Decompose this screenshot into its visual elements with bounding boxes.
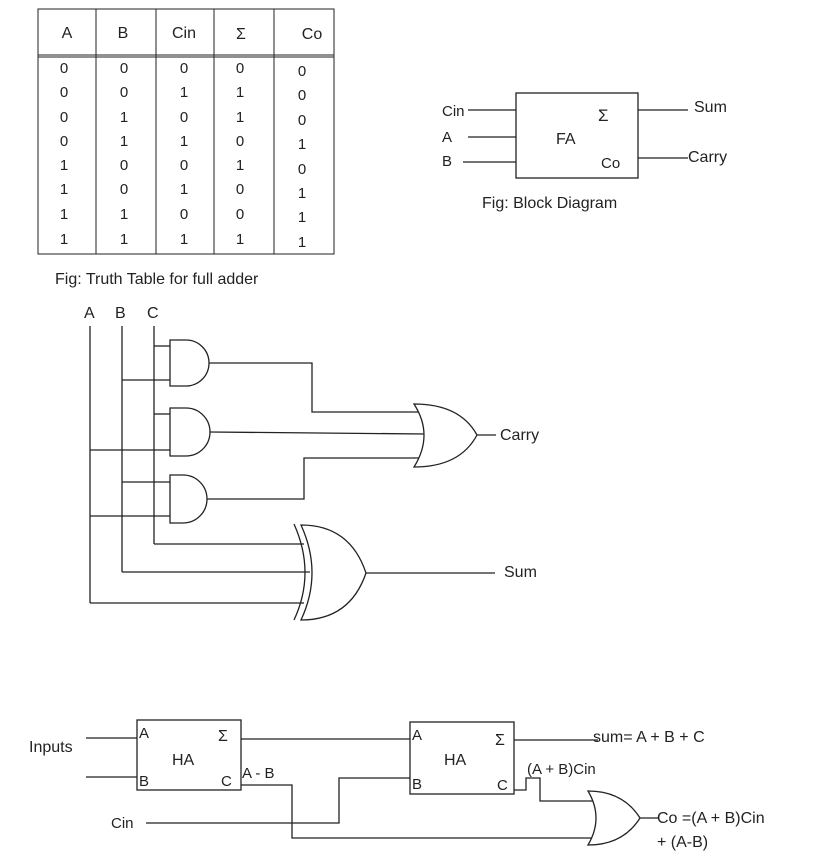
sum-output-label: Sum xyxy=(504,564,537,581)
cell: 1 xyxy=(180,84,188,101)
cell: 0 xyxy=(120,157,128,174)
ha1-c: C xyxy=(221,773,232,790)
truth-table: A B Cin Σ Co 0 0 0 0 0 0 0 1 1 0 0 1 0 1… xyxy=(37,8,335,288)
cell: 0 xyxy=(120,60,128,77)
ha1-a: A xyxy=(139,725,149,742)
truth-table-caption: Fig: Truth Table for full adder xyxy=(55,271,259,288)
and-gate-1 xyxy=(122,339,420,413)
ha1-sigma: Σ xyxy=(218,728,228,745)
block-diagram: Cin A B FA Σ Co Sum Carry Fig: Block Dia… xyxy=(442,92,727,212)
co-equation-line2: + (A-B) xyxy=(657,834,708,851)
cell: 1 xyxy=(298,234,306,251)
cell: 1 xyxy=(120,109,128,126)
cell: 0 xyxy=(180,157,188,174)
fa-out-sum: Sum xyxy=(694,99,727,116)
carry-output-label: Carry xyxy=(500,427,539,444)
or-gate-carry: Carry xyxy=(412,403,539,468)
header-sigma: Σ xyxy=(236,26,246,43)
cell: 0 xyxy=(236,133,244,150)
cell: 1 xyxy=(180,133,188,150)
cell: 1 xyxy=(298,209,306,226)
cell: 0 xyxy=(120,84,128,101)
fa-out-carry: Carry xyxy=(688,149,727,166)
ha2-label: HA xyxy=(444,752,467,769)
cell: 1 xyxy=(120,206,128,223)
cell: 1 xyxy=(180,181,188,198)
cell: 1 xyxy=(298,136,306,153)
header-a: A xyxy=(62,25,73,42)
cell: 1 xyxy=(298,185,306,202)
xor-gate-sum: Sum xyxy=(90,523,537,621)
cell: 1 xyxy=(236,109,244,126)
half-adder-2: A B HA Σ C xyxy=(409,721,515,795)
cell: 1 xyxy=(120,231,128,248)
cell: 0 xyxy=(298,161,306,178)
input-label-b: B xyxy=(115,305,126,322)
cell: 0 xyxy=(298,63,306,80)
ha2-sigma: Σ xyxy=(495,732,505,749)
ha1-b: B xyxy=(139,773,149,790)
mid-label: A - B xyxy=(242,765,275,782)
and-gate-3 xyxy=(90,457,420,524)
inputs-label: Inputs xyxy=(29,739,73,756)
header-b: B xyxy=(118,25,129,42)
cell: 1 xyxy=(60,231,68,248)
and-gate-2 xyxy=(90,407,427,457)
header-cin: Cin xyxy=(172,25,196,42)
cell: 0 xyxy=(60,84,68,101)
cell: 1 xyxy=(236,157,244,174)
or-gate-co xyxy=(586,790,658,846)
fa-input-a: A xyxy=(442,129,452,146)
cell: 1 xyxy=(120,133,128,150)
sum-equation: sum= A + B + C xyxy=(593,729,705,746)
fa-input-b: B xyxy=(442,153,452,170)
cell: 0 xyxy=(180,206,188,223)
cell: 0 xyxy=(236,60,244,77)
cell: 0 xyxy=(298,112,306,129)
cell: 0 xyxy=(236,181,244,198)
header-co: Co xyxy=(302,26,323,43)
cell: 0 xyxy=(236,206,244,223)
cell: 1 xyxy=(60,181,68,198)
fa-input-cin: Cin xyxy=(442,103,465,120)
half-adder-1: A B HA Σ C xyxy=(136,719,242,791)
ha2-a: A xyxy=(412,727,422,744)
cell: 1 xyxy=(236,84,244,101)
co-equation-line1: Co =(A + B)Cin xyxy=(657,810,765,827)
cell: 1 xyxy=(236,231,244,248)
cell: 0 xyxy=(180,60,188,77)
cell: 0 xyxy=(298,87,306,104)
fa-label: FA xyxy=(556,131,576,148)
block-diagram-caption: Fig: Block Diagram xyxy=(482,195,617,212)
cell: 0 xyxy=(60,60,68,77)
cell: 0 xyxy=(120,181,128,198)
cell: 1 xyxy=(180,231,188,248)
input-label-c: C xyxy=(147,305,159,322)
truth-table-header: A B Cin Σ Co xyxy=(62,25,323,43)
cell: 1 xyxy=(60,157,68,174)
cell: 0 xyxy=(60,109,68,126)
cell: 1 xyxy=(60,206,68,223)
half-adder-circuit: Inputs A B HA Σ C A - B A B HA Σ C Cin xyxy=(29,719,765,851)
input-label-a: A xyxy=(84,305,95,322)
carry-mid-label: (A + B)Cin xyxy=(527,761,596,778)
cell: 0 xyxy=(60,133,68,150)
fa-co: Co xyxy=(601,155,620,172)
truth-table-body: 0 0 0 0 0 0 0 1 1 0 0 1 0 1 0 0 1 1 0 1 … xyxy=(60,60,306,251)
gate-circuit: A B C Carry xyxy=(84,305,539,621)
cin-label: Cin xyxy=(111,815,134,832)
ha1-label: HA xyxy=(172,752,195,769)
ha2-b: B xyxy=(412,776,422,793)
fa-sigma: Σ xyxy=(598,106,609,125)
ha2-c: C xyxy=(497,777,508,794)
cell: 0 xyxy=(180,109,188,126)
